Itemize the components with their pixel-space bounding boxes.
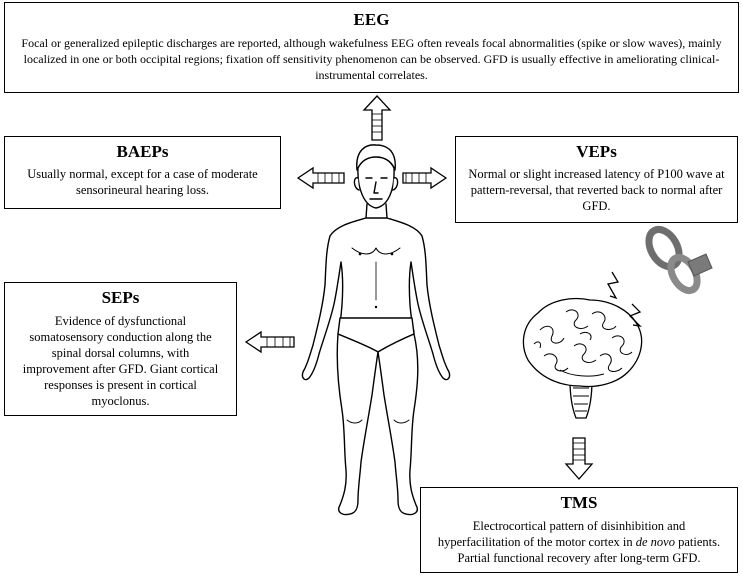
tms-text-before: Electrocortical pattern of disinhibition… xyxy=(437,519,686,549)
tms-box: TMS Electrocortical pattern of disinhibi… xyxy=(420,487,738,573)
veps-text: Normal or slight increased latency of P1… xyxy=(468,167,725,213)
baeps-text: Usually normal, except for a case of mod… xyxy=(27,167,258,197)
brain-icon xyxy=(522,297,643,419)
tms-text: Electrocortical pattern of disinhibition… xyxy=(431,518,727,566)
eeg-box: EEG Focal or generalized epileptic disch… xyxy=(4,2,739,93)
tms-text-italic: de novo xyxy=(635,535,675,549)
baeps-box: BAEPs Usually normal, except for a case … xyxy=(4,136,281,209)
arrow-up-icon xyxy=(362,95,392,141)
baeps-title: BAEPs xyxy=(116,142,169,161)
arrow-right-veps-icon xyxy=(402,166,448,190)
lightning-bolt-icon xyxy=(606,271,642,327)
veps-box: VEPs Normal or slight increased latency … xyxy=(455,136,738,223)
seps-box: SEPs Evidence of dysfunctional somatosen… xyxy=(4,282,237,416)
eeg-text: Focal or generalized epileptic discharge… xyxy=(21,36,722,82)
magnetic-coil-icon xyxy=(645,226,713,295)
veps-title: VEPs xyxy=(576,142,617,161)
eeg-title: EEG xyxy=(353,10,390,29)
tms-text-after: patients. Partial functional recovery af… xyxy=(457,535,721,565)
tms-title: TMS xyxy=(560,493,598,512)
arrow-down-icon xyxy=(564,437,594,480)
human-body-figure xyxy=(301,144,451,516)
arrow-left-seps-icon xyxy=(244,330,295,354)
seps-text: Evidence of dysfunctional somatosensory … xyxy=(22,314,219,408)
seps-title: SEPs xyxy=(101,288,140,307)
arrow-left-baeps-icon xyxy=(296,166,345,190)
